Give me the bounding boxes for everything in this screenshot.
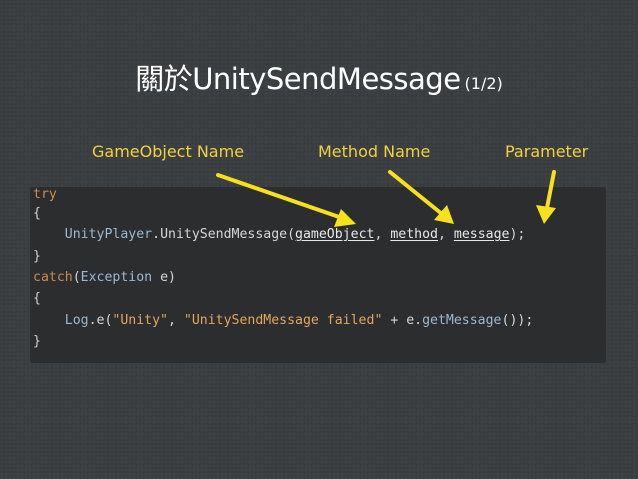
try-keyword: try <box>33 187 57 202</box>
code-block: try { UnityPlayer.UnitySendMessage(gameO… <box>30 187 606 363</box>
catch-keyword: catch <box>33 270 73 285</box>
code-line-4: } <box>33 249 41 265</box>
slide-title-main: 關於UnitySendMessage <box>135 62 461 96</box>
separator: , <box>437 227 454 242</box>
gameobject-arg: gameObject <box>295 227 375 242</box>
getmessage-call: getMessage <box>422 313 502 328</box>
log-call: .e( <box>88 313 113 328</box>
dot: . <box>152 227 161 242</box>
code-line-7: Log.e("Unity", "UnitySendMessage failed"… <box>33 313 534 329</box>
code-line-8: } <box>33 334 41 350</box>
gameobject-name-label: GameObject Name <box>92 142 245 161</box>
indent <box>33 227 65 242</box>
exception-class: Exception <box>80 270 153 285</box>
log-class: Log <box>64 313 89 328</box>
catch-var: e) <box>152 270 176 285</box>
slide-title-part: (1/2) <box>464 74 503 93</box>
indent <box>33 313 65 328</box>
close-brace: } <box>33 334 41 349</box>
unityplayer-class: UnityPlayer <box>64 227 153 242</box>
code-line-6: { <box>33 291 41 307</box>
code-line-3: UnityPlayer.UnitySendMessage(gameObject,… <box>33 227 526 243</box>
code-line-1: try <box>33 187 57 203</box>
code-line-5: catch(Exception e) <box>33 270 176 286</box>
separator: , <box>168 313 184 328</box>
sendmessage-call: UnitySendMessage( <box>160 227 296 242</box>
open-brace: { <box>33 291 41 306</box>
message-arg: message <box>453 227 510 242</box>
method-arg: method <box>390 227 438 242</box>
slide-title: 關於UnitySendMessage(1/2) <box>0 56 638 98</box>
call-end: ); <box>509 227 526 242</box>
parameter-label: Parameter <box>505 142 589 161</box>
concat: + e. <box>382 313 423 328</box>
open-brace: { <box>33 206 41 221</box>
tag-string: "Unity" <box>112 313 168 328</box>
close-brace: } <box>33 249 41 264</box>
code-line-2: { <box>33 206 41 222</box>
paren: ( <box>72 270 81 285</box>
method-name-label: Method Name <box>318 142 431 161</box>
separator: , <box>374 227 391 242</box>
call-end: ()); <box>501 313 534 328</box>
message-string: "UnitySendMessage failed" <box>183 313 383 328</box>
